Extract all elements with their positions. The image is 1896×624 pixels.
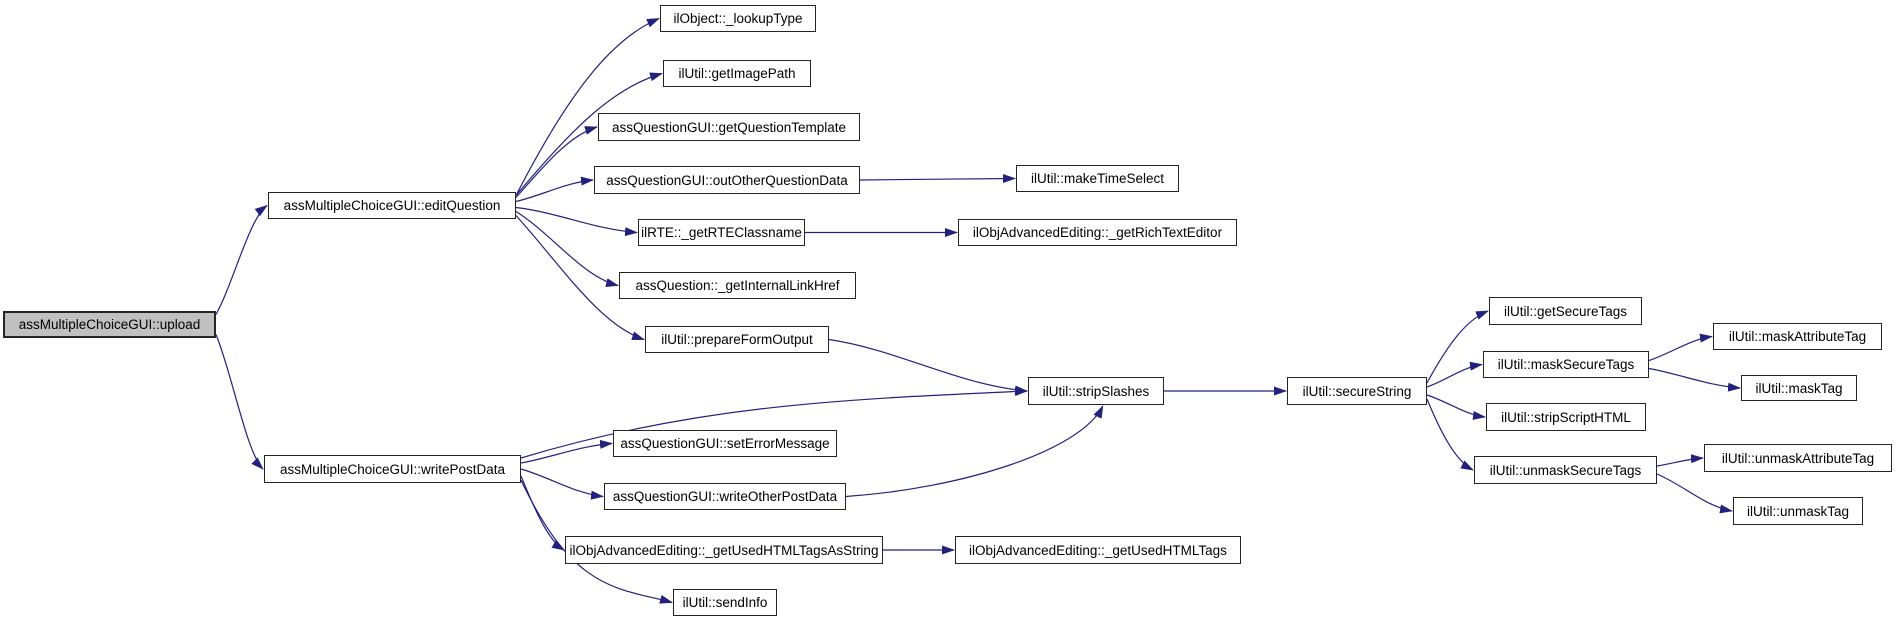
graph-edge-secureString-unmaskSecureTags: [1426, 398, 1474, 471]
graph-edge-secureString-getSecureTags: [1426, 310, 1489, 384]
graph-edge-secureString-maskSecureTags: [1426, 361, 1483, 388]
graph-edge-maskSecureTags-maskAttributeTag: [1648, 333, 1713, 362]
graph-edge-upload-editQuestion: [215, 204, 268, 315]
graph-node-maskAttributeTag[interactable]: ilUtil::maskAttributeTag: [1713, 323, 1882, 350]
graph-edge-editQuestion-outOtherQuestionData: [515, 176, 594, 203]
graph-node-writeOtherPostData[interactable]: assQuestionGUI::writeOtherPostData: [604, 483, 846, 510]
graph-edge-secureString-stripScriptHTML: [1426, 394, 1486, 420]
graph-edge-unmaskSecureTags-unmaskAttributeTag: [1656, 454, 1704, 467]
graph-edge-editQuestion-lookupType: [515, 17, 660, 196]
graph-node-secureString[interactable]: ilUtil::secureString: [1287, 377, 1427, 405]
graph-node-sendInfo[interactable]: ilUtil::sendInfo: [673, 589, 777, 616]
graph-node-maskTag[interactable]: ilUtil::maskTag: [1741, 375, 1857, 401]
graph-node-upload: assMultipleChoiceGUI::upload: [3, 311, 216, 338]
graph-node-makeTimeSelect[interactable]: ilUtil::makeTimeSelect: [1016, 165, 1179, 192]
graph-edge-editQuestion-getRTEClassname: [515, 206, 638, 237]
graph-node-prepareFormOutput[interactable]: ilUtil::prepareFormOutput: [645, 326, 829, 353]
graph-edge-writePostData-stripSlashes: [520, 387, 1028, 459]
graph-edge-editQuestion-getImagePath: [515, 72, 663, 196]
graph-edge-unmaskSecureTags-unmaskTag: [1656, 473, 1733, 514]
graph-edge-writeOtherPostData-stripSlashes: [845, 405, 1104, 498]
graph-node-setErrorMessage[interactable]: assQuestionGUI::setErrorMessage: [613, 430, 837, 457]
graph-edge-prepareFormOutput-stripSlashes: [828, 338, 1028, 395]
graph-edge-writePostData-setErrorMessage: [520, 439, 613, 464]
graph-node-lookupType[interactable]: ilObject::_lookupType: [660, 5, 816, 32]
graph-node-outOtherQuestionData[interactable]: assQuestionGUI::outOtherQuestionData: [594, 166, 860, 194]
graph-edge-writePostData-sendInfo: [520, 479, 673, 604]
graph-node-unmaskAttributeTag[interactable]: ilUtil::unmaskAttributeTag: [1704, 444, 1892, 472]
graph-node-getInternalLinkHref[interactable]: assQuestion::_getInternalLinkHref: [619, 272, 856, 299]
graph-node-unmaskSecureTags[interactable]: ilUtil::unmaskSecureTags: [1474, 456, 1657, 484]
graph-edge-outOtherQuestionData-makeTimeSelect: [859, 174, 1016, 184]
graph-node-getSecureTags[interactable]: ilUtil::getSecureTags: [1489, 297, 1642, 325]
graph-edge-upload-writePostData: [215, 334, 264, 470]
graph-node-getRTEClassname[interactable]: ilRTE::_getRTEClassname: [638, 219, 805, 246]
graph-node-getUsedHTMLTagsAsString[interactable]: ilObjAdvancedEditing::_getUsedHTMLTagsAs…: [565, 536, 883, 564]
graph-node-editQuestion[interactable]: assMultipleChoiceGUI::editQuestion: [268, 192, 516, 219]
graph-node-getImagePath[interactable]: ilUtil::getImagePath: [663, 60, 811, 87]
graph-node-stripScriptHTML[interactable]: ilUtil::stripScriptHTML: [1486, 403, 1646, 431]
graph-edge-writePostData-writeOtherPostData: [520, 468, 604, 500]
graph-node-writePostData[interactable]: assMultipleChoiceGUI::writePostData: [264, 455, 521, 483]
graph-edge-writePostData-getUsedHTMLTagsAsString: [520, 475, 565, 551]
graph-node-getUsedHTMLTags[interactable]: ilObjAdvancedEditing::_getUsedHTMLTags: [955, 536, 1241, 564]
graph-node-unmaskTag[interactable]: ilUtil::unmaskTag: [1733, 497, 1863, 525]
graph-edge-maskSecureTags-maskTag: [1648, 367, 1741, 392]
graph-edge-editQuestion-prepareFormOutput: [515, 215, 645, 341]
graph-node-stripSlashes[interactable]: ilUtil::stripSlashes: [1028, 377, 1164, 405]
graph-edge-editQuestion-getQuestionTemplate: [515, 126, 598, 198]
graph-node-getRichTextEditor[interactable]: ilObjAdvancedEditing::_getRichTextEditor: [958, 219, 1237, 246]
graph-edge-editQuestion-getInternalLinkHref: [515, 210, 619, 287]
graph-node-maskSecureTags[interactable]: ilUtil::maskSecureTags: [1483, 351, 1649, 378]
graph-node-getQuestionTemplate[interactable]: assQuestionGUI::getQuestionTemplate: [598, 113, 860, 141]
